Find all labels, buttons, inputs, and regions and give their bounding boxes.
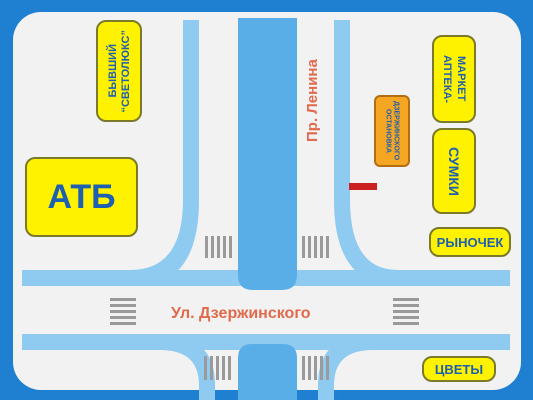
median-canal-top: [238, 18, 297, 290]
crosswalk-icon: [205, 236, 232, 258]
place-apteka-line1: АПТЕКА-: [441, 54, 453, 104]
road-curve-lower-right: [318, 334, 393, 400]
street-label-lenina: Пр. Ленина: [304, 59, 321, 142]
crosswalk-icon: [393, 298, 419, 325]
bus-stop-marker-icon: [349, 183, 377, 190]
street-label-dzerzhinskogo: Ул. Дзержинского: [171, 305, 311, 322]
place-ostanovka-line1: ОСТАНОВКА: [384, 108, 392, 154]
place-byvshiy-line1: БЫВШИЙ: [106, 44, 119, 98]
place-byvshiy-svetolyuks: БЫВШИЙ “СВЕТОЛЮКС”: [96, 20, 142, 122]
crosswalk-icon: [110, 298, 136, 325]
crosswalk-icon: [302, 236, 329, 258]
place-ostanovka-dzerzhinskogo: ОСТАНОВКА ДЗЕРЖИНСКОГО: [374, 95, 410, 167]
place-apteka-market: АПТЕКА- МАРКЕТ: [432, 35, 476, 123]
crosswalk-icon: [204, 356, 231, 380]
place-tsvety: ЦВЕТЫ: [422, 356, 496, 382]
road-curve-left: [120, 20, 199, 286]
crosswalk-icon: [302, 356, 329, 380]
place-atb: АТБ: [25, 157, 138, 237]
median-canal-bottom: [238, 344, 297, 400]
road-curve-right: [334, 20, 420, 286]
place-apteka-line2: МАРКЕТ: [455, 56, 467, 102]
place-byvshiy-line2: “СВЕТОЛЮКС”: [119, 29, 132, 113]
place-ostanovka-line2: ДЗЕРЖИНСКОГО: [392, 101, 400, 161]
place-sumki: СУМКИ: [432, 128, 476, 214]
place-rynochek: РЫНОЧЕК: [429, 227, 511, 257]
road-curve-lower-left: [140, 334, 215, 400]
